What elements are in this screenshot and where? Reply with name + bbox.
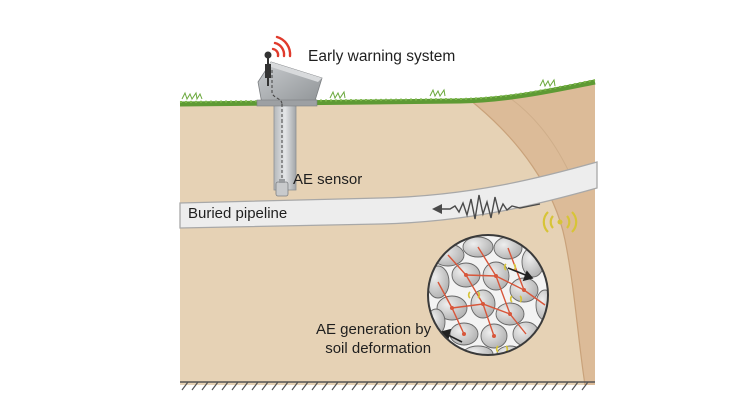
ae-generation-label-line2: soil deformation: [325, 340, 432, 357]
ae-sensor-icon: [275, 179, 289, 197]
soil-deformation-zoom: [427, 234, 549, 356]
early-warning-system-label: Early warning system: [308, 48, 456, 65]
ae-generation-label-line1: AE generation by: [316, 321, 432, 338]
acoustic-waveform-icon: [432, 194, 541, 220]
buried-pipeline-label: Buried pipeline: [188, 205, 288, 222]
early-warning-station: [256, 61, 323, 120]
acoustic-emission-icon: [542, 211, 578, 233]
bedrock-boundary: [180, 381, 595, 391]
antenna-icon: [264, 51, 272, 86]
grass-surface: [179, 78, 596, 107]
wireless-signal-icon: [271, 35, 292, 58]
ae-sensor-label: AE sensor: [293, 171, 363, 188]
ae-generation-label: AE generation by soil deformation: [316, 320, 431, 358]
slip-zone: [470, 82, 595, 385]
